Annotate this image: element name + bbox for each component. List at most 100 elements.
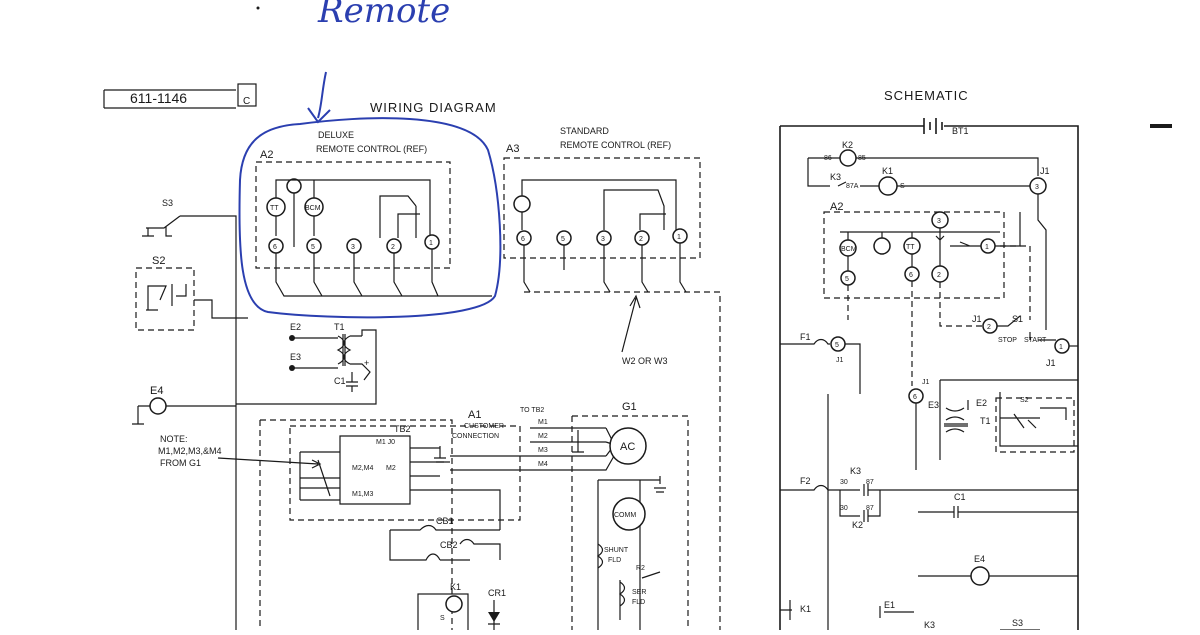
f1-j1-label: J1 bbox=[836, 357, 844, 364]
e3-sch-label: E3 bbox=[928, 400, 939, 410]
a3-term-2-label: 2 bbox=[639, 236, 643, 243]
k2-pin-30: 30 bbox=[840, 505, 848, 512]
a1-line2: CONNECTION bbox=[452, 433, 499, 440]
a2-bcm-label: BCM bbox=[305, 205, 321, 212]
f1-j1-term-label: 5 bbox=[835, 342, 839, 349]
e3-label: E3 bbox=[290, 352, 301, 362]
f1-label: F1 bbox=[800, 332, 811, 342]
to-tb2-label: TO TB2 bbox=[520, 407, 544, 414]
j1-small-label: J1 bbox=[922, 379, 930, 386]
k3-label: K3 bbox=[830, 172, 841, 182]
tb2-label: TB2 bbox=[394, 424, 411, 434]
cr1-wiring bbox=[488, 600, 500, 630]
tb2-m2m4: M2,M4 bbox=[352, 465, 374, 472]
k2-label: K2 bbox=[842, 140, 853, 150]
shunt-line1: SHUNT bbox=[604, 547, 629, 554]
e2-sch-label: E2 bbox=[976, 398, 987, 408]
k1-coil-schematic bbox=[878, 176, 898, 196]
a3-box bbox=[503, 157, 701, 259]
a2-term-2-label: 2 bbox=[391, 244, 395, 251]
cr1-label: CR1 bbox=[488, 588, 506, 598]
k1-label: K1 bbox=[450, 582, 461, 592]
f1-fuse bbox=[780, 338, 830, 345]
schematic-a2-box bbox=[823, 211, 1005, 299]
a2-term-3-label: 3 bbox=[351, 244, 355, 251]
a2-term-1-label: 1 bbox=[429, 240, 433, 247]
s1-switch bbox=[997, 315, 1056, 341]
ac-generator bbox=[609, 427, 647, 465]
schematic-a2-label: A2 bbox=[830, 201, 843, 213]
c1-sch-capacitor bbox=[918, 506, 1078, 518]
e4-label: E4 bbox=[150, 385, 163, 397]
shunt-line2: FLD bbox=[608, 557, 621, 564]
a3-cable-run bbox=[524, 291, 721, 630]
s1-stop-label: STOP bbox=[998, 337, 1017, 344]
c1-label: C1 bbox=[334, 376, 346, 386]
wiring-diagram-title: WIRING DIAGRAM bbox=[370, 100, 497, 115]
k2-wiring bbox=[807, 157, 1039, 187]
s3-switch bbox=[142, 215, 237, 630]
s3-bottom-label: S3 bbox=[1012, 618, 1023, 628]
k3-pin-87: 87 bbox=[866, 479, 874, 486]
m3-label: M3 bbox=[538, 447, 548, 454]
a2-line1: DELUXE bbox=[318, 130, 354, 140]
t1-label: T1 bbox=[334, 322, 345, 332]
j1-label-top: J1 bbox=[1040, 166, 1050, 176]
ac-label: AC bbox=[620, 441, 635, 453]
k3-pin-30: 30 bbox=[840, 479, 848, 486]
m2-label: M2 bbox=[538, 433, 548, 440]
t1-sch-label: T1 bbox=[980, 416, 991, 426]
tb2-ground bbox=[434, 446, 446, 463]
cb2-label: CB2 bbox=[440, 540, 458, 550]
f2-fuse bbox=[780, 484, 840, 491]
tb2-wiring bbox=[299, 447, 501, 530]
annotation-arrow-shaft bbox=[317, 71, 327, 119]
s2-sch-label: S2 bbox=[1020, 397, 1029, 404]
cb1-label: CB1 bbox=[436, 516, 454, 526]
f1-wiring bbox=[827, 343, 861, 630]
ser-line1: SER bbox=[632, 589, 646, 596]
t1-plus: + bbox=[364, 358, 369, 368]
a2-switch-wiring bbox=[379, 195, 420, 238]
a2-internal-wiring bbox=[275, 179, 431, 238]
g1-id: G1 bbox=[622, 401, 637, 413]
rev-box bbox=[237, 83, 257, 107]
s1-j1-label: J1 bbox=[972, 314, 982, 324]
e4-wiring bbox=[132, 405, 236, 425]
s2-box bbox=[135, 267, 195, 331]
a2-sch-term-6-label: 6 bbox=[909, 272, 913, 279]
w2-w3-leader-arrow bbox=[621, 294, 641, 353]
e1-bottom-label: E1 bbox=[884, 600, 895, 610]
a2-id: A2 bbox=[260, 149, 273, 161]
a2-sch-wiring bbox=[840, 212, 1021, 271]
speck bbox=[256, 6, 260, 10]
s3-label: S3 bbox=[162, 198, 173, 208]
a2-sch-term-2-label: 2 bbox=[937, 272, 941, 279]
c1-capacitor bbox=[346, 372, 358, 392]
a3-line1: STANDARD bbox=[560, 126, 609, 136]
a3-term-1-label: 1 bbox=[677, 234, 681, 241]
s2-sch-box bbox=[995, 397, 1075, 453]
a1-id: A1 bbox=[468, 409, 481, 421]
t1-transformer bbox=[236, 329, 377, 405]
s1-j1-term-2-label: 2 bbox=[987, 324, 991, 331]
s1-label: S1 bbox=[1012, 314, 1023, 324]
f2-label: F2 bbox=[800, 476, 811, 486]
a3-line2: REMOTE CONTROL (REF) bbox=[560, 140, 671, 150]
g1-enclosure bbox=[571, 415, 689, 630]
k2-pin-87: 87 bbox=[866, 505, 874, 512]
remote-annotation: Remote bbox=[317, 0, 450, 31]
remote-highlight-loop bbox=[238, 117, 502, 319]
comm-motor bbox=[612, 497, 646, 531]
j1-term-6-label: 6 bbox=[913, 394, 917, 401]
schematic-title: SCHEMATIC bbox=[884, 88, 969, 103]
note-line2: M1,M2,M3,&M4 bbox=[158, 446, 222, 456]
a1-line1: CUSTOMER bbox=[464, 423, 504, 430]
bt1-battery-icon bbox=[923, 118, 943, 134]
a3-bulb-icon bbox=[513, 195, 531, 213]
c1-sch-label: C1 bbox=[954, 492, 966, 502]
a2-cable-wires bbox=[275, 249, 492, 297]
e4-terminal bbox=[149, 397, 167, 415]
a2-sch-term-3-label: 3 bbox=[937, 218, 941, 225]
k1-k3-wiring bbox=[837, 181, 1030, 187]
